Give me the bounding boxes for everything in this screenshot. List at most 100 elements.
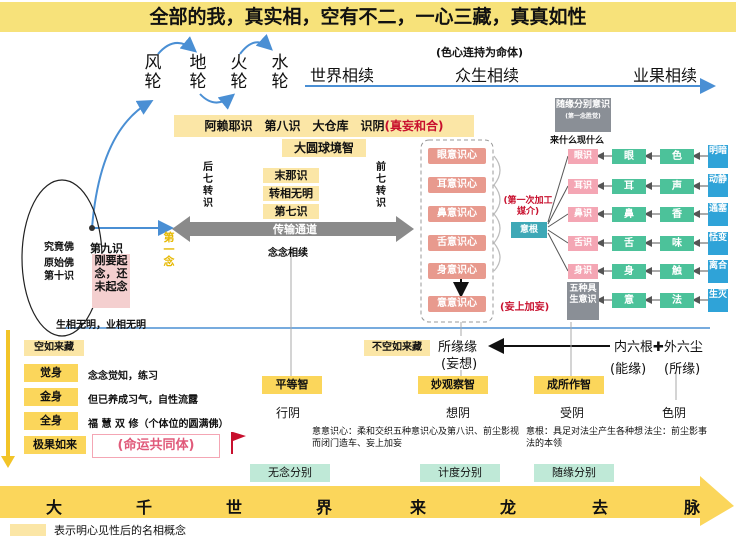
ignorance-label: 生相无明，业相无明 — [56, 320, 146, 331]
con-eye: 眼识 — [568, 149, 598, 164]
wisdom-chengsuo: 成所作智 — [534, 376, 604, 394]
element-wind: 风轮 — [144, 53, 162, 92]
suoyuan2-label: (所缘) — [664, 362, 701, 377]
curve-earth-fire — [199, 93, 236, 110]
flag-icon — [233, 432, 246, 441]
element-water: 水轮 — [271, 53, 289, 92]
alaya-box: 阿赖耶识 第八识 大仓库 识阴(真妄和合) — [174, 115, 474, 137]
nianxiang: 念念相续 — [268, 248, 308, 259]
tenth-consciousness: 第十识 — [44, 271, 74, 282]
timeline-char-3: 世 — [226, 498, 243, 517]
dust-touch: 触 — [660, 264, 694, 279]
timeline-char-6: 龙 — [500, 498, 517, 517]
body-jue: 觉身 — [24, 364, 78, 382]
liugen-label: 内六根✚外六尘 — [614, 340, 703, 355]
con-tongue: 舌识 — [568, 236, 598, 251]
root-ear: 耳 — [612, 179, 646, 194]
wuzhong-box: 五种具生意识 — [567, 282, 599, 320]
note-yigen: 意根：具足对法尘产生各种想法的本领 — [526, 427, 644, 449]
element-fire: 火轮 — [230, 53, 248, 92]
curve-wind-earth — [157, 36, 198, 55]
yin-se: 色阴 — [662, 406, 687, 420]
timeline-char-1: 大 — [46, 498, 63, 517]
mind-tongue: 舌意识心 — [428, 235, 486, 251]
root-mind: 意 — [612, 293, 646, 308]
alaya-text: 阿赖耶识 第八识 大仓库 识阴 — [204, 119, 385, 133]
wisdom-miaoguan: 妙观察智 — [418, 376, 488, 394]
pair-partjoin: 离合 — [708, 260, 728, 283]
label-beings-note: (色心连持为命体) — [436, 46, 524, 59]
timeline-arrow — [0, 476, 734, 526]
front-seven: 前七转识 — [376, 162, 386, 209]
timeline-char-4: 界 — [316, 498, 333, 517]
alaya-suffix: (真妄和合) — [384, 119, 444, 133]
channel-label: 传输通道 — [273, 223, 317, 236]
nengyuan-label: (能缘) — [610, 362, 647, 377]
channel-arrow — [172, 216, 414, 242]
yin-shou: 受阴 — [560, 406, 585, 420]
timeline-char-2: 千 — [136, 498, 153, 517]
pair-birthdeath: 生灭 — [708, 289, 728, 312]
ninth-consciousness: 第九识 — [90, 242, 123, 255]
label-beings: 众生相续 — [455, 66, 520, 85]
suiyuan-text: 随缘分别意识 — [555, 100, 610, 110]
con-nose: 鼻识 — [568, 207, 598, 222]
mind-nose: 鼻意识心 — [428, 206, 486, 222]
not-yet-thought: 刚要起念，还未起念 — [92, 254, 130, 308]
suiyuan-small: (第一念胜觉) — [565, 113, 601, 120]
note-yishi: 意意识心：柔和交织五种意识心及第八识、前尘影视而闭门造车、妄上加妄 — [312, 427, 520, 449]
kong-rulai: 空如来藏 — [24, 340, 84, 356]
fenbie-suiyuan: 随缘分别 — [534, 464, 614, 482]
con-ear: 耳识 — [568, 179, 598, 194]
label-karma: 业果相续 — [633, 66, 698, 85]
body-quan: 全身 — [24, 412, 78, 430]
mind-mind: 意意识心 — [428, 296, 486, 312]
pair-brightdark: 明暗 — [708, 145, 728, 168]
dust-color: 色 — [660, 149, 694, 164]
mingyun: (命运共同体) — [92, 434, 220, 458]
dust-dharma: 法 — [660, 293, 694, 308]
curve-fire-water — [239, 33, 273, 55]
body-jin-desc: 但已养成习气，自性流露 — [88, 395, 198, 406]
pair-calmchange: 恬变 — [708, 232, 728, 255]
original-buddha: 原始佛 — [44, 258, 74, 269]
fenbie-wunian: 无念分别 — [250, 464, 330, 482]
root-tongue: 舌 — [612, 236, 646, 251]
dust-sound: 声 — [660, 179, 694, 194]
dust-taste: 味 — [660, 236, 694, 251]
yin-xiang: 想阴 — [446, 406, 471, 420]
wangshang-label: (妄上加妄) — [500, 302, 550, 313]
element-earth: 地轮 — [189, 53, 207, 92]
legend-swatch — [10, 524, 46, 536]
body-jue-desc: 念念觉知，练习 — [88, 371, 158, 382]
laishenme: 来什么现什么 — [550, 136, 605, 146]
root-eye: 眼 — [612, 149, 646, 164]
pair-movestill: 动静 — [708, 174, 728, 197]
yigen-box: 意根 — [511, 222, 547, 238]
first-add-label: (第一次加工媒介) — [503, 196, 553, 217]
timeline-char-7: 去 — [592, 498, 609, 517]
timeline-char-5: 来 — [410, 498, 427, 517]
back-seven: 后七转识 — [203, 162, 213, 209]
mind-dashed-box — [420, 139, 494, 323]
timeline-char-8: 脉 — [684, 498, 701, 517]
body-quan-desc: 福 慧 双 修（个体位的圆满佛） — [88, 419, 229, 430]
page-title: 全部的我，真实相，空有不二，一心三藏，真真如性 — [0, 2, 736, 32]
pair-openblock: 通塞 — [708, 203, 728, 226]
bukong-rulai: 不空如来藏 — [364, 340, 430, 356]
mind-ear: 耳意识心 — [428, 177, 486, 193]
root-body: 身 — [612, 264, 646, 279]
note-fachen: 法尘：前尘影事 — [644, 427, 708, 437]
fenbie-jidu: 计度分别 — [420, 464, 500, 482]
legend-text: 表示明心见性后的名相概念 — [54, 524, 186, 537]
mind-eye: 眼意识心 — [428, 148, 486, 164]
curve-origin-up — [91, 100, 154, 229]
ultimate-buddha: 究竟佛 — [44, 242, 74, 253]
wangxiang-label: (妄想) — [441, 357, 478, 372]
wisdom-pingdeng: 平等智 — [262, 376, 322, 394]
first-thought: 第一念 — [163, 231, 175, 268]
body-jin: 金身 — [24, 388, 78, 406]
con-body: 身识 — [568, 264, 598, 279]
label-world: 世界相续 — [310, 66, 375, 85]
